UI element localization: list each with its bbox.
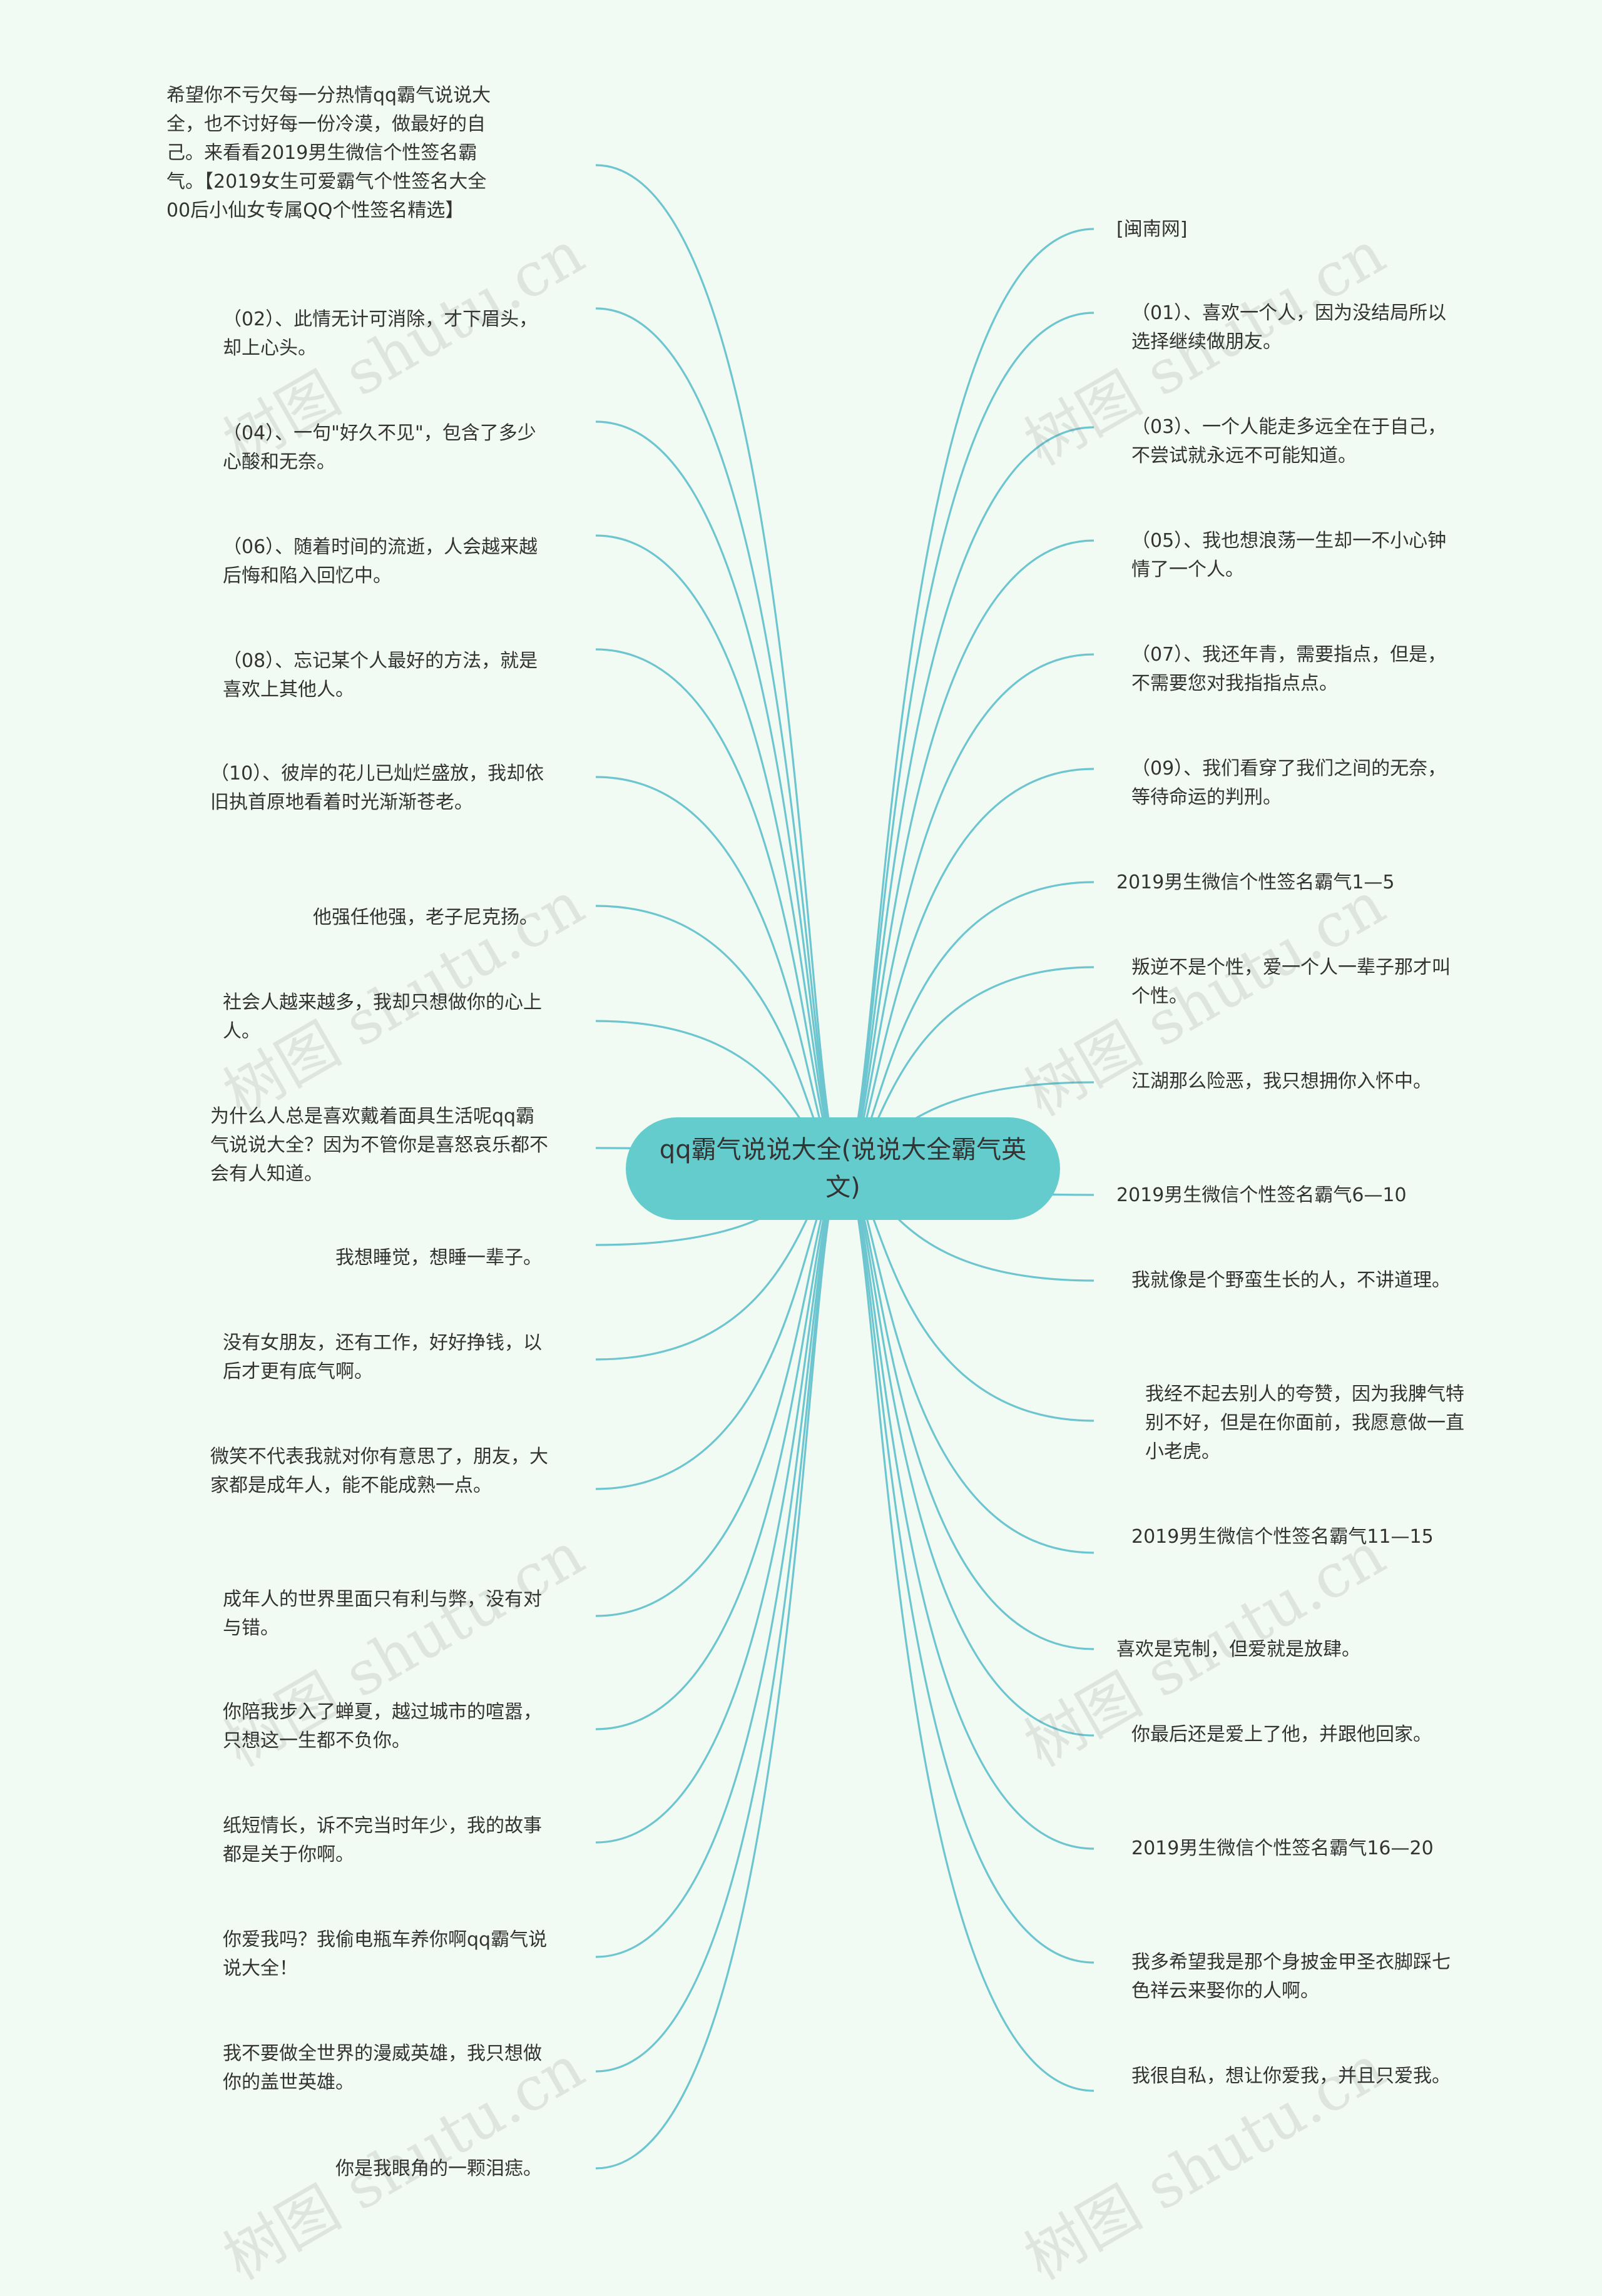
right-topic-7[interactable]: 2019男生微信个性签名霸气1—5 <box>1116 871 1395 893</box>
left-topic-5[interactable]: （08）、忘记某个人最好的方法，就是喜欢上其他人。 <box>223 650 538 701</box>
right-topic-2[interactable]: （01）、喜欢一个人，因为没结局所以选择继续做朋友。 <box>1131 302 1447 353</box>
central-topic-label: qq霸气说说大全(说说大全霸气英文) <box>659 1135 1027 1202</box>
right-topic-1[interactable]: [闽南网] <box>1116 218 1188 240</box>
left-link-18 <box>595 1167 844 2170</box>
left-topic-7[interactable]: 他强任他强，老子尼克扬。 <box>313 907 538 928</box>
left-topic-11[interactable]: 没有女朋友，还有工作，好好挣钱，以后才更有底气啊。 <box>223 1332 542 1383</box>
right-topic-17[interactable]: 我多希望我是那个身披金甲圣衣脚踩七色祥云来娶你的人啊。 <box>1131 1951 1451 2002</box>
left-topic-15[interactable]: 纸短情长，诉不完当时年少，我的故事都是关于你啊。 <box>223 1815 542 1866</box>
right-topic-16[interactable]: 2019男生微信个性签名霸气16—20 <box>1131 1837 1434 1859</box>
right-topic-6[interactable]: （09）、我们看穿了我们之间的无奈，等待命运的判刑。 <box>1131 758 1447 808</box>
left-topic-17[interactable]: 我不要做全世界的漫威英雄，我只想做你的盖世英雄。 <box>223 2043 542 2093</box>
right-topic-13[interactable]: 2019男生微信个性签名霸气11—15 <box>1131 1526 1434 1548</box>
left-link-2 <box>595 307 844 1170</box>
right-topic-5[interactable]: （07）、我还年青，需要指点，但是，不需要您对我指指点点。 <box>1131 644 1447 694</box>
left-topic-13[interactable]: 成年人的世界里面只有利与弊，没有对与错。 <box>223 1588 542 1639</box>
right-topic-9[interactable]: 江湖那么险恶，我只想拥你入怀中。 <box>1131 1070 1432 1092</box>
right-link-17 <box>842 1167 1094 1964</box>
left-topic-8[interactable]: 社会人越来越多，我却只想做你的心上人。 <box>223 992 542 1042</box>
left-link-17 <box>595 1167 844 2073</box>
right-topic-15[interactable]: 你最后还是爱上了他，并跟他回家。 <box>1131 1724 1432 1745</box>
left-link-4 <box>595 534 844 1170</box>
left-topic-9[interactable]: 为什么人总是喜欢戴着面具生活呢qq霸气说说大全？因为不管你是喜怒哀乐都不会有人知… <box>210 1105 548 1185</box>
left-link-15 <box>595 1167 844 1844</box>
right-topic-12[interactable]: 我经不起去别人的夸赞，因为我脾气特别不好，但是在你面前，我愿意做一直小老虎。 <box>1145 1383 1464 1463</box>
right-topic-11[interactable]: 我就像是个野蛮生长的人，不讲道理。 <box>1131 1269 1451 1291</box>
left-link-16 <box>595 1167 844 1958</box>
right-topic-3[interactable]: （03）、一个人能走多远全在于自己，不尝试就永远不可能知道。 <box>1131 416 1447 467</box>
left-topic-12[interactable]: 微笑不代表我就对你有意思了，朋友，大家都是成年人，能不能成熟一点。 <box>210 1446 548 1496</box>
right-link-2 <box>842 312 1094 1170</box>
left-topic-18[interactable]: 你是我眼角的一颗泪痣。 <box>335 2158 542 2180</box>
left-topic-14[interactable]: 你陪我步入了蝉夏，越过城市的喧嚣，只想这一生都不负你。 <box>223 1701 542 1752</box>
right-topic-4[interactable]: （05）、我也想浪荡一生却一不小心钟情了一个人。 <box>1131 530 1447 581</box>
central-topic[interactable]: qq霸气说说大全(说说大全霸气英文) <box>626 1117 1060 1220</box>
left-topic-1[interactable]: 希望你不亏欠每一分热情qq霸气说说大全，也不讨好每一份冷漠，做最好的自己。来看看… <box>166 84 492 221</box>
left-topic-16[interactable]: 你爱我吗？我偷电瓶车养你啊qq霸气说说大全！ <box>223 1929 548 1979</box>
left-topic-2[interactable]: （02）、此情无计可消除，才下眉头，却上心头。 <box>223 308 538 359</box>
right-topic-18[interactable]: 我很自私，想让你爱我，并且只爱我。 <box>1131 2065 1451 2087</box>
left-link-1 <box>595 164 844 1170</box>
right-topic-8[interactable]: 叛逆不是个性，爱一个人一辈子那才叫个性。 <box>1131 957 1451 1007</box>
right-link-18 <box>842 1167 1094 2092</box>
left-topic-4[interactable]: （06）、随着时间的流逝，人会越来越后悔和陷入回忆中。 <box>223 536 538 587</box>
left-topic-6[interactable]: （10）、彼岸的花儿已灿烂盛放，我却依旧执首原地看着时光渐渐苍老。 <box>210 763 544 813</box>
left-topic-10[interactable]: 我想睡觉，想睡一辈子。 <box>335 1247 542 1269</box>
right-topic-14[interactable]: 喜欢是克制，但爱就是放肆。 <box>1116 1638 1360 1660</box>
right-link-15 <box>842 1167 1094 1737</box>
left-link-6 <box>595 776 844 1170</box>
right-topic-10[interactable]: 2019男生微信个性签名霸气6—10 <box>1116 1184 1407 1206</box>
left-topic-3[interactable]: （04）、一句"好久不见"，包含了多少心酸和无奈。 <box>223 422 536 473</box>
right-link-4 <box>842 539 1094 1170</box>
